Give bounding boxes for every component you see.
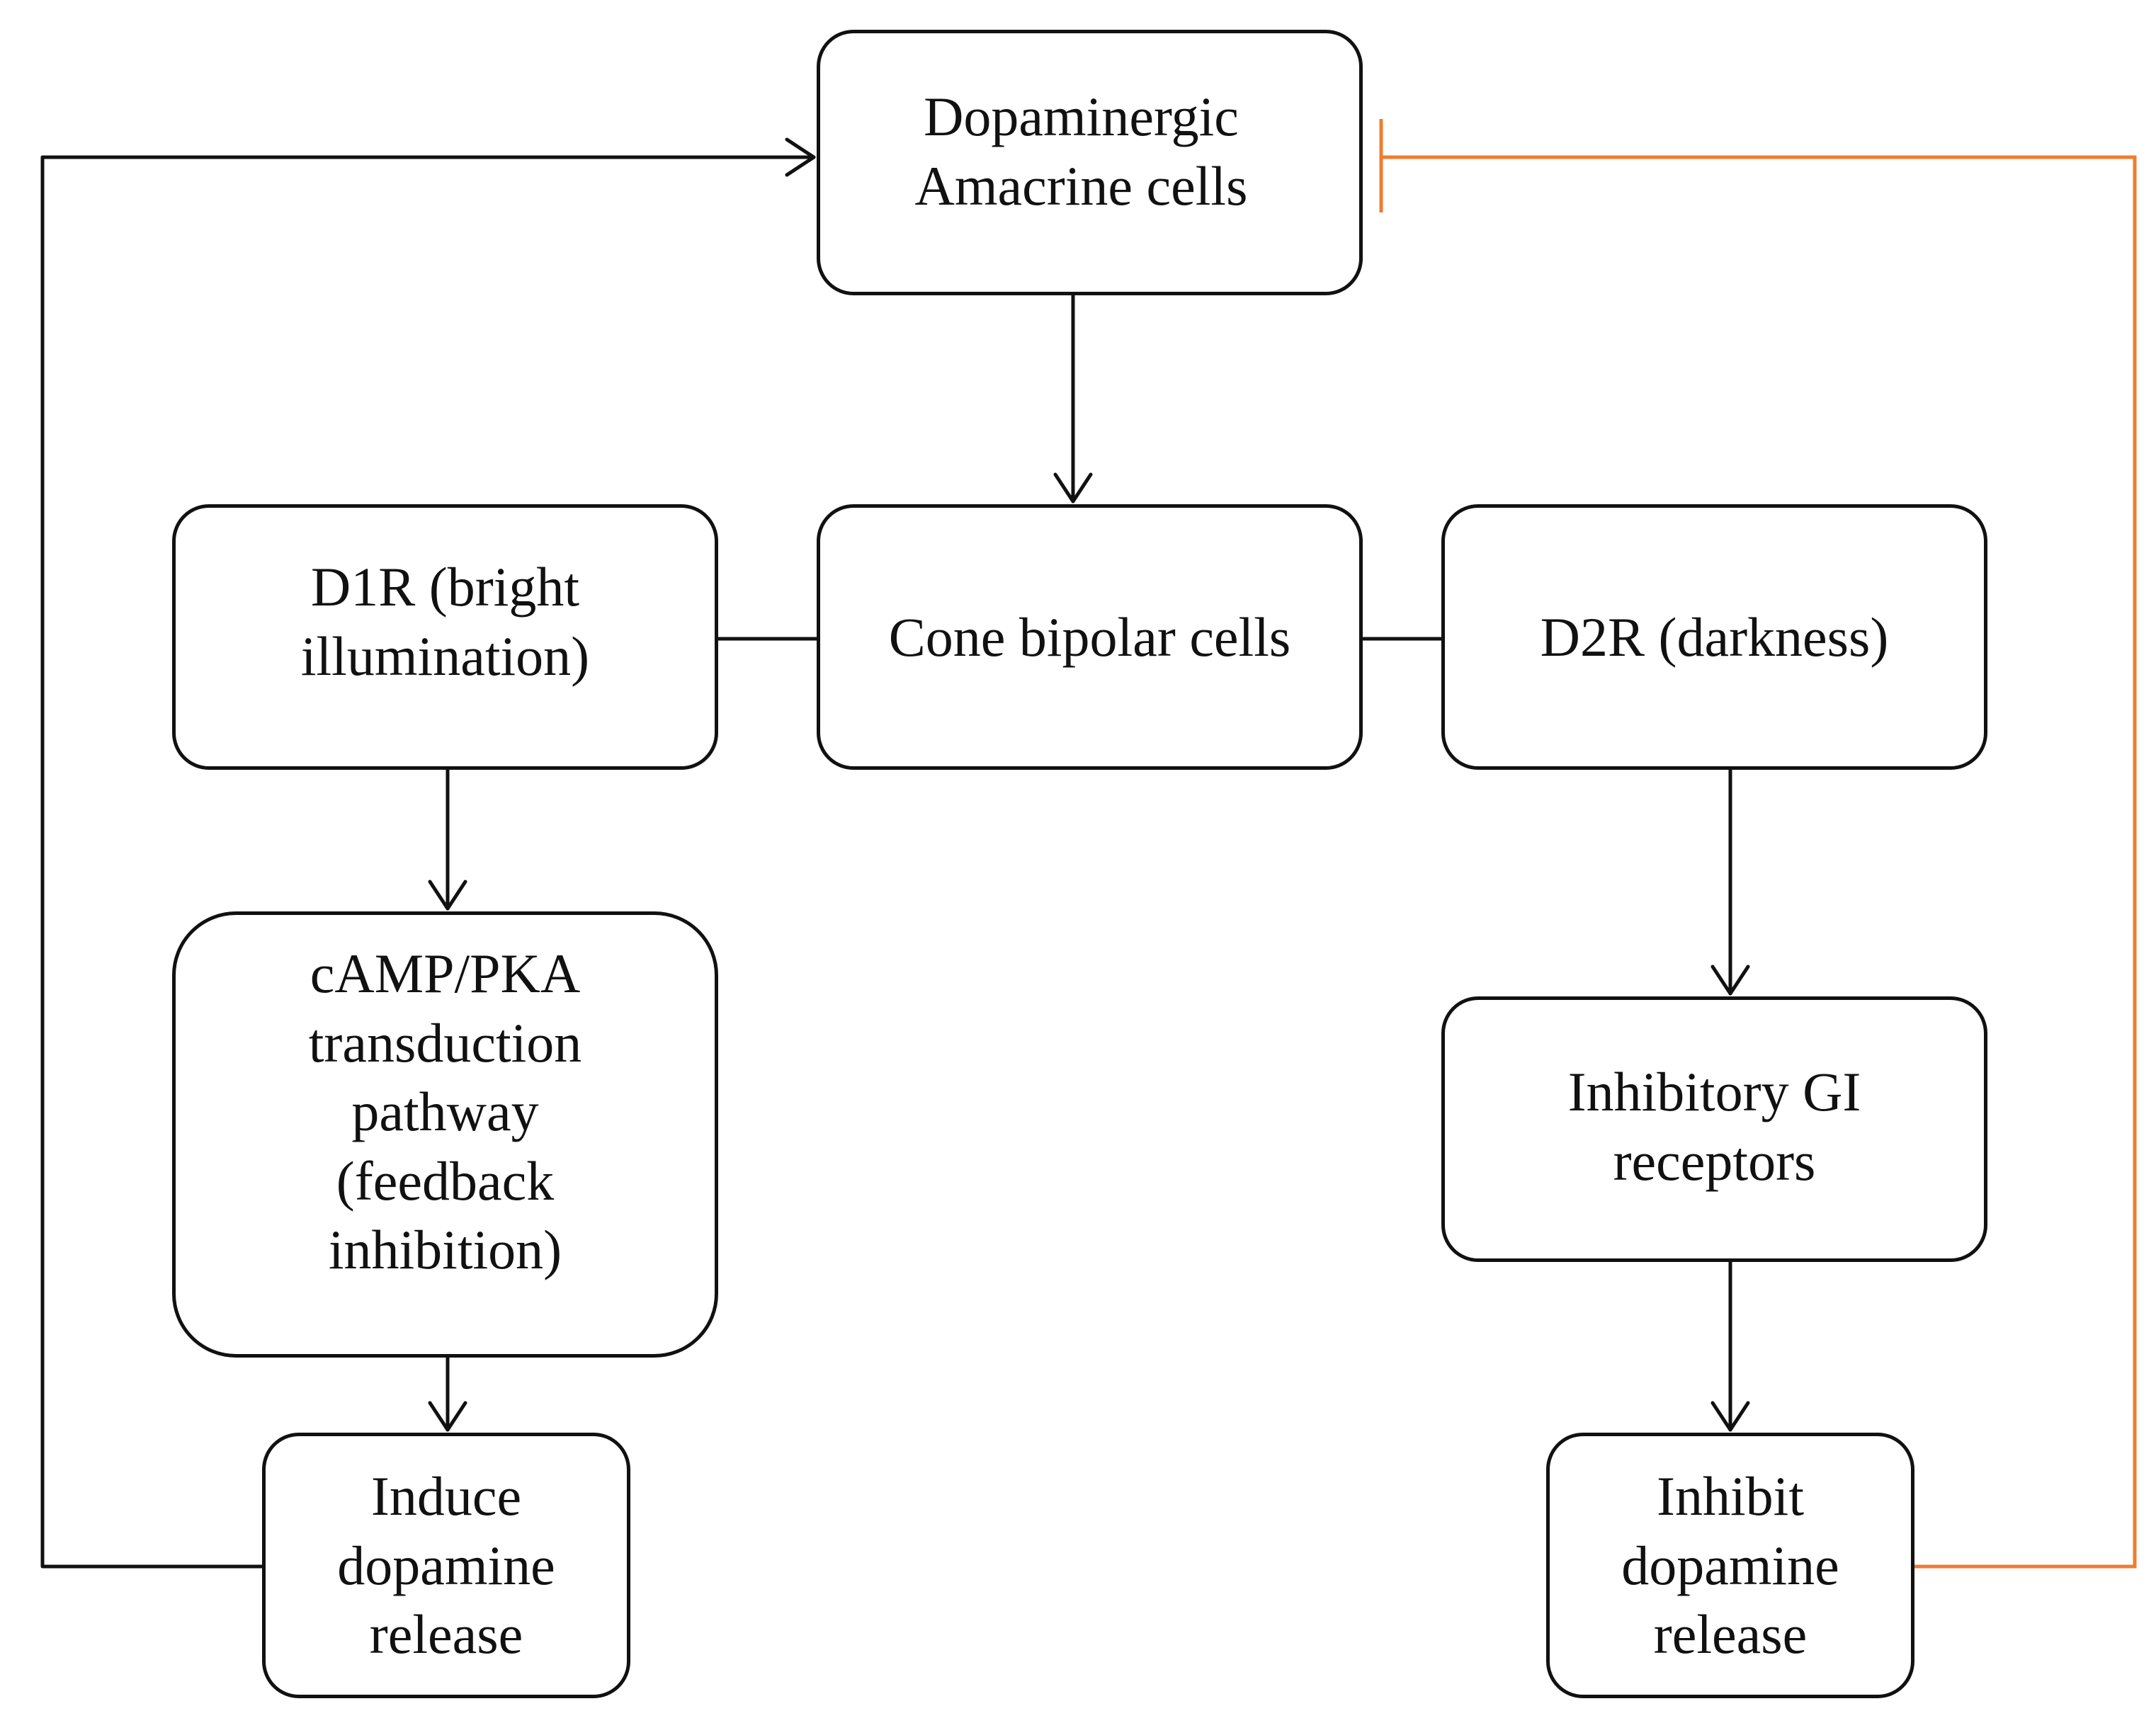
node-label: Inhibit dopamine release	[1621, 1465, 1839, 1666]
node-inhibit-dopamine-release: Inhibit dopamine release	[1546, 1433, 1914, 1698]
node-d2r: D2R (darkness)	[1441, 504, 1987, 770]
node-label: Inhibitory GI receptors	[1567, 1061, 1861, 1192]
arrowhead-ingi	[1710, 965, 1750, 996]
node-label: cAMP/PKA transduction pathway (feedback …	[308, 943, 582, 1281]
arrowhead-inhibit	[1710, 1401, 1750, 1432]
node-label: Induce dopamine release	[337, 1465, 555, 1666]
arrowhead-cone	[1053, 472, 1093, 504]
edge-inhibit-feedback	[1381, 155, 2137, 1569]
node-dopaminergic-amacrine-cells: Dopaminergic Amacrine cells	[817, 30, 1363, 295]
arrowhead-dopaminergic	[785, 137, 816, 177]
node-cone-bipolar-cells: Cone bipolar cells	[817, 504, 1363, 770]
node-label: D2R (darkness)	[1540, 605, 1889, 668]
node-camp-pka-pathway: cAMP/PKA transduction pathway (feedback …	[172, 911, 718, 1358]
node-label: D1R (bright illumination)	[300, 556, 590, 687]
edge-induce-feedback	[40, 155, 816, 1569]
node-label: Cone bipolar cells	[888, 605, 1291, 668]
node-induce-dopamine-release: Induce dopamine release	[262, 1433, 630, 1698]
node-d1r: D1R (bright illumination)	[172, 504, 718, 770]
node-inhibitory-gi-receptors: Inhibitory GI receptors	[1441, 996, 1987, 1262]
node-label: Dopaminergic Amacrine cells	[914, 86, 1248, 217]
arrowhead-camp	[428, 880, 467, 911]
arrowhead-induce	[428, 1401, 467, 1432]
